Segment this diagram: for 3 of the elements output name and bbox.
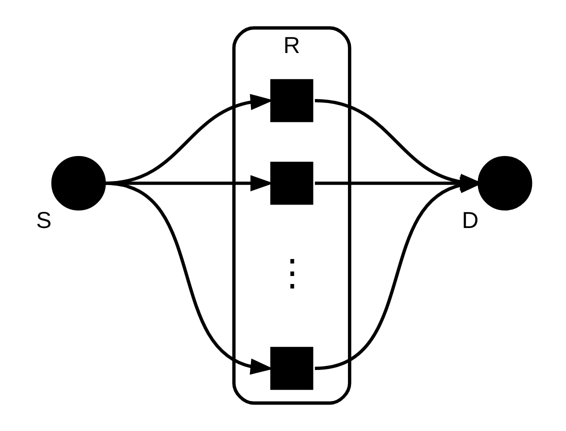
- label: ⋮: [273, 252, 310, 294]
- node-label: D: [461, 207, 478, 234]
- node-label: S: [36, 207, 52, 234]
